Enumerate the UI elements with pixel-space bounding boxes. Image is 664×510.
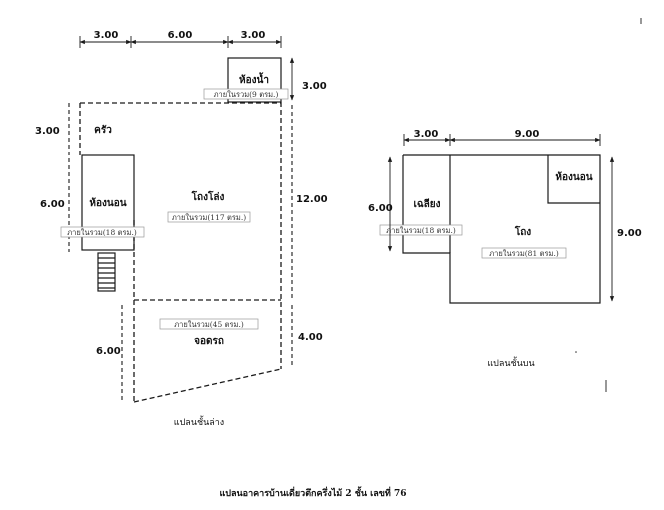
bathroom-label: ห้องน้ำ (239, 72, 269, 86)
ground-bedroom-area-text: ภายในรวม(18 ตรม.) (67, 228, 137, 237)
ground-dim-top-right: 3.00 (241, 30, 266, 41)
drawing-title-caption: แปลนอาคารบ้านเดี่ยวตึกครึ่งไม้ 2 ชั้น เล… (220, 486, 407, 499)
garage-area-text: ภายในรวม(45 ตรม.) (174, 320, 244, 329)
upper-hall-label: โถง (514, 225, 531, 238)
ground-dim-garage-left-h: 6.00 (96, 346, 121, 357)
kitchen-label: ครัว (94, 124, 112, 136)
ground-floor-caption: แปลนชั้นล่าง (174, 415, 224, 428)
ground-dim-kitchen-h: 3.00 (35, 126, 60, 137)
ground-dim-top-mid: 6.00 (168, 30, 193, 41)
bathroom-area-text: ภายในรวม(9 ตรม.) (214, 90, 279, 99)
ground-dim-garage-right-h: 4.00 (298, 332, 323, 343)
upper-dim-left-h: 6.00 (368, 203, 393, 214)
upper-hall-area-tag (481, 247, 567, 259)
living-hall-area-text: ภายในรวม(117 ตรม.) (172, 213, 246, 222)
upper-dim-top-left: 3.00 (414, 129, 439, 140)
upper-floor-outline (402, 154, 601, 304)
ground-floor-plan: 3.00 6.00 3.00 ห้องน้ำ ภายในรวม(9 ตรม.) … (35, 30, 328, 428)
garage-label: จอดรถ (194, 336, 224, 347)
stairs-icon (97, 252, 116, 292)
upper-bedroom-outline (547, 155, 600, 204)
living-hall-label: โถงโล่ง (191, 190, 225, 203)
ground-dim-bedroom-h: 6.00 (40, 199, 65, 210)
bathroom-outline (227, 57, 282, 103)
main-outline-dashed (80, 102, 282, 369)
upper-dim-top-right: 9.00 (515, 129, 540, 140)
ground-top-dimensions: 3.00 6.00 3.00 (79, 30, 282, 48)
ground-dim-top-left: 3.00 (94, 30, 119, 41)
ground-dim-main-h: 12.00 (296, 194, 328, 205)
garage-area-tag (159, 318, 259, 330)
bathroom-area-tag (203, 88, 289, 100)
ground-dim-bath-h: 3.00 (302, 81, 327, 92)
upper-bedroom-label: ห้องนอน (555, 171, 592, 183)
garage-sloped-edge (133, 368, 282, 403)
ground-bedroom-label: ห้องนอน (89, 197, 126, 209)
upper-floor-caption: แปลนชั้นบน (487, 356, 534, 369)
veranda-label: เฉลียง (413, 198, 440, 210)
upper-hall-area-text: ภายในรวม(81 ตรม.) (489, 249, 559, 258)
ground-bedroom-area-tag (60, 226, 145, 238)
upper-dim-right-h: 9.00 (617, 228, 642, 239)
veranda-area-tag (379, 224, 463, 236)
veranda-area-text: ภายในรวม(18 ตรม.) (386, 226, 456, 235)
ground-bedroom-outline (81, 154, 135, 251)
upper-floor-plan: 3.00 9.00 ห้องนอน เฉลียง ภายในรวม(18 ตรม… (368, 18, 642, 392)
living-hall-area-tag (167, 211, 251, 223)
